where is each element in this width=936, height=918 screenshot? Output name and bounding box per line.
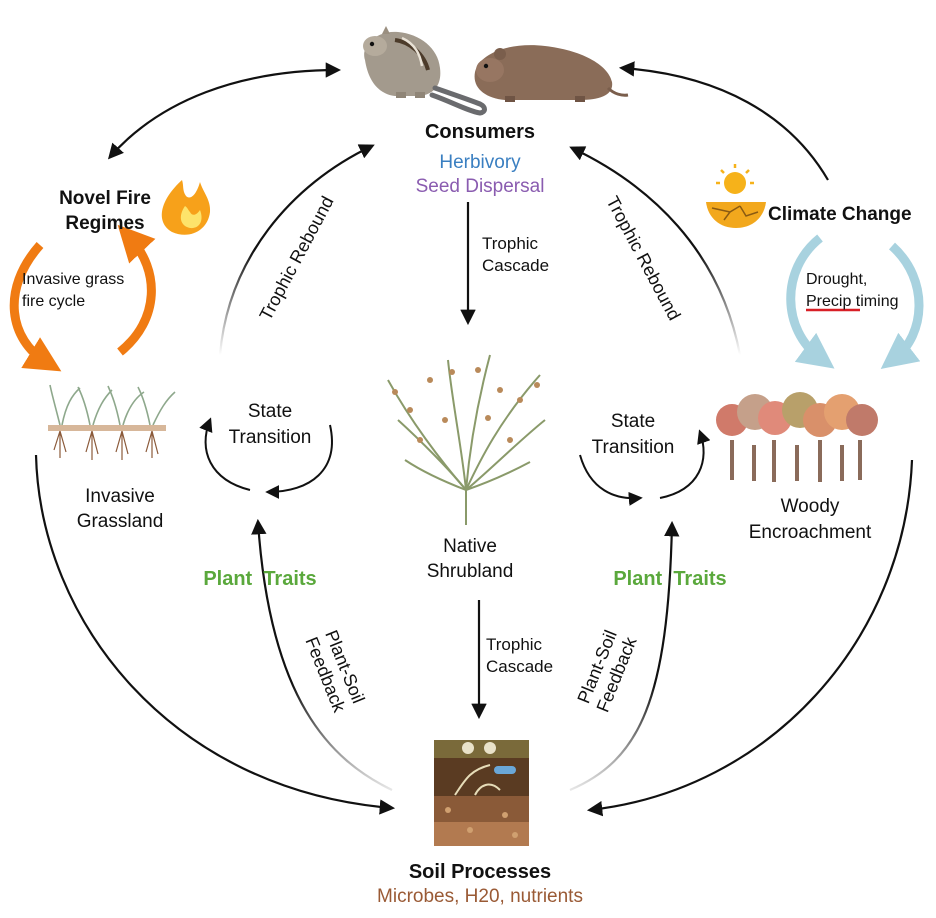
arrow-climate-consumers [618, 61, 829, 181]
trophic-cascade-bottom-line1: Trophic [486, 635, 543, 654]
fire-title-line2: Regimes [65, 213, 145, 234]
trees-icon [716, 392, 878, 482]
state-transition-right-line1: State [610, 411, 656, 432]
native-shrubland-line2: Shrubland [426, 561, 514, 582]
plant-traits-right: Plant Traits [613, 568, 727, 590]
fire-icon [161, 180, 211, 235]
state-transition-left-line2: Transition [228, 427, 312, 448]
trophic-cascade-top-line1: Trophic [482, 234, 539, 253]
chipmunk-icon [363, 26, 487, 116]
native-shrubland-line1: Native [443, 536, 497, 557]
fire-cycle-arc-right [117, 224, 156, 356]
woody-encroachment-line2: Encroachment [748, 522, 872, 543]
state-transition-left-line1: State [247, 401, 293, 422]
arrow-trophic-rebound-left [218, 144, 375, 356]
arrow-state-transition-right [579, 454, 643, 506]
woody-encroachment-line1: Woody [780, 496, 840, 517]
vole-icon [474, 45, 629, 102]
climate-cycle-arc-left [786, 234, 835, 369]
arrow-state-transition-left [265, 424, 333, 499]
climate-cycle-arc-right [880, 242, 924, 369]
arrow-fire-consumers [107, 62, 342, 160]
fire-cycle-line2: fire cycle [22, 293, 86, 310]
invasive-grassland-line2: Grassland [76, 511, 164, 532]
timing-word: timing [851, 293, 899, 310]
climate-title: Climate Change [768, 204, 912, 225]
sun-cracked-earth-icon [706, 164, 766, 228]
climate-line1: Drought, [806, 271, 868, 288]
fire-cycle-arc-left [9, 242, 62, 372]
shrub-icon [387, 354, 546, 525]
soil-subtitle: Microbes, H20, nutrients [377, 886, 583, 907]
arrow-woody-soil [586, 459, 914, 817]
fire-cycle-line1: Invasive grass [22, 271, 125, 288]
consumers-title: Consumers [424, 121, 536, 143]
state-transition-right-line2: Transition [591, 437, 675, 458]
arrow-grassland-soil [34, 454, 396, 815]
climate-line2: Precip timing [806, 292, 926, 311]
arrow-state-transition-left-b [199, 417, 251, 491]
grass-roots-icon [48, 384, 176, 460]
trophic-cascade-top-line2: Cascade [482, 256, 550, 275]
invasive-grassland-line1: Invasive [85, 486, 155, 507]
herbivory-label: Herbivory [439, 152, 521, 173]
seed-dispersal-label: Seed Dispersal [415, 176, 545, 197]
arrow-plant-soil-left [251, 518, 393, 791]
precip-word: Precip [806, 293, 852, 310]
arrow-trophic-rebound-right [569, 146, 742, 356]
arrow-plant-soil-right [569, 520, 680, 792]
soil-profile-icon [434, 740, 529, 846]
soil-title: Soil Processes [408, 861, 552, 883]
arrow-state-transition-right-b [659, 429, 711, 499]
plant-traits-left: Plant Traits [203, 568, 317, 590]
trophic-cascade-bottom-line2: Cascade [486, 657, 554, 676]
fire-title-line1: Novel Fire [59, 188, 151, 209]
